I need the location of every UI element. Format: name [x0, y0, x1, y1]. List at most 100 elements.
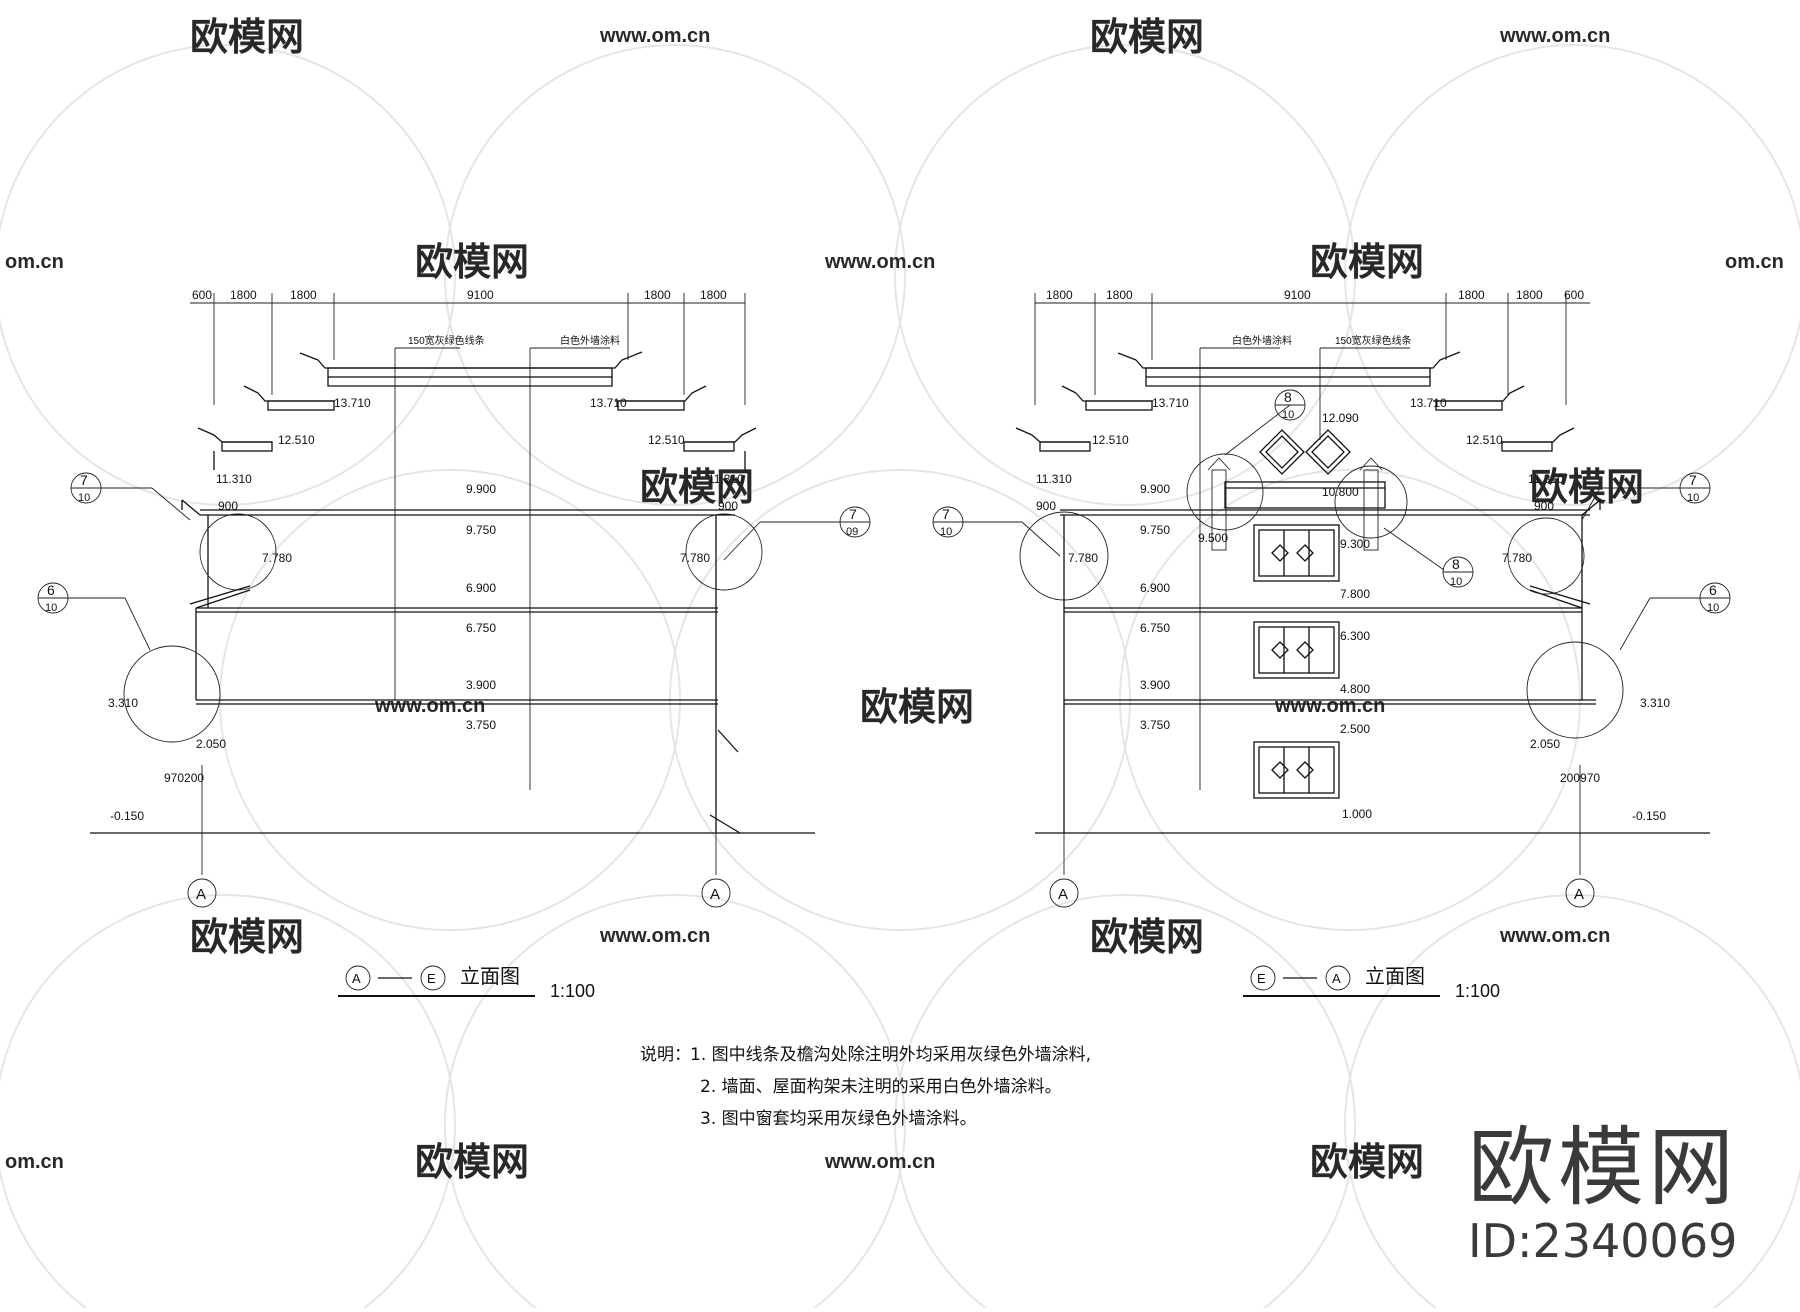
dim-text: 600: [1564, 288, 1584, 302]
watermark-logo: 欧模网: [1090, 17, 1204, 59]
axis-label: A: [1574, 886, 1584, 903]
title-text: 立面图: [460, 965, 520, 988]
elev-text: 9.500: [1198, 531, 1228, 545]
elev-text: 3.310: [108, 696, 138, 710]
elev-text: 2.500: [1340, 722, 1370, 736]
elev-text: 11.310: [216, 472, 252, 486]
title-text: 立面图: [1365, 965, 1425, 988]
elev-text: 6.300: [1340, 629, 1370, 643]
watermark-url: www.om.cn: [1274, 695, 1385, 717]
detail-circles: [1019, 453, 1624, 739]
elev-text: 9.300: [1340, 537, 1370, 551]
dim-text: 1800: [700, 288, 727, 302]
title-axis-end: A: [1332, 971, 1341, 986]
left-elevation: 600 1800 1800 9100 1800 1800 150宽灰绿色线条 白…: [37, 288, 871, 1001]
dim-text: 1800: [1516, 288, 1543, 302]
elev-text: 7.780: [680, 551, 710, 565]
elev-text: 7.780: [1502, 551, 1532, 565]
dim-text: 1800: [1106, 288, 1133, 302]
elev-text: 11.310: [708, 472, 744, 486]
callout-bubbles: 7 10 6 10 7 09: [37, 472, 871, 651]
watermark-url: om.cn: [1725, 251, 1784, 273]
axis-label: A: [710, 886, 720, 903]
elev-text: 900: [1036, 499, 1056, 513]
elev-text: 2.050: [1530, 737, 1560, 751]
dimension-lines: [190, 293, 746, 405]
watermark-logo: 欧模网: [1310, 1142, 1424, 1184]
elev-text: 970200: [164, 771, 204, 785]
elev-text: 13.710: [590, 396, 627, 410]
elev-text: 12.090: [1322, 411, 1359, 425]
watermark-url: www.om.cn: [599, 25, 710, 47]
note-item: 1. 图中线条及檐沟处除注明外均采用灰绿色外墙涂料,: [690, 1045, 1092, 1065]
dim-text: 9100: [1284, 288, 1311, 302]
elev-text: 6.750: [1140, 621, 1170, 635]
title-axis-start: A: [352, 971, 361, 986]
elev-text: 9.900: [466, 482, 496, 496]
elev-text: 6.900: [1140, 581, 1170, 595]
gable-roofs: [197, 351, 757, 470]
dim-text: 1800: [230, 288, 257, 302]
dim-text: 1800: [1046, 288, 1073, 302]
right-elevation: 1800 1800 9100 1800 1800 600 白色外墙涂料 150宽…: [932, 288, 1731, 1001]
balcony: [1224, 429, 1386, 509]
elev-text: 900: [218, 499, 238, 513]
watermark-logo: 欧模网: [860, 687, 974, 729]
elev-text: 9.750: [1140, 523, 1170, 537]
watermark-logos: 欧模网 欧模网 欧模网 欧模网 欧模网 欧模网 欧模网 欧模网 欧模网 欧模网 …: [190, 17, 1644, 1184]
watermark-logo: 欧模网: [415, 1142, 529, 1184]
elevation-marks: 13.710 13.710 12.510 12.510 11.310 11.31…: [1036, 396, 1670, 823]
callout-bubbles: 7 10 7 10 6 10 8 10 8 10: [932, 389, 1731, 651]
elev-text: 3.750: [1140, 718, 1170, 732]
watermark-url: www.om.cn: [824, 251, 935, 273]
elevation-marks: 13.710 13.710 12.510 12.510 11.310 11.31…: [108, 396, 744, 823]
watermark-url: www.om.cn: [1499, 25, 1610, 47]
callout-sheet: 10: [1707, 602, 1719, 614]
note-item: 3. 图中窗套均采用灰绿色外墙涂料。: [700, 1109, 977, 1129]
elev-text: 9.900: [1140, 482, 1170, 496]
elev-text: 900: [718, 499, 738, 513]
title-scale: 1:100: [1455, 981, 1500, 1001]
elev-text: 3.900: [466, 678, 496, 692]
callout-sheet: 10: [1687, 492, 1699, 504]
dim-text: 1800: [644, 288, 671, 302]
elev-text: 13.710: [1152, 396, 1189, 410]
callout-num: 7: [1689, 472, 1697, 488]
gable-roofs: [1015, 351, 1575, 452]
wall-lines: [1035, 499, 1710, 834]
title-axis-start: E: [1257, 971, 1266, 986]
brand-id: ID:2340069: [1468, 1214, 1738, 1268]
material-label: 150宽灰绿色线条: [408, 334, 485, 347]
callout-num: 7: [942, 506, 950, 522]
callout-num: 6: [47, 582, 55, 598]
callout-sheet: 10: [1450, 576, 1462, 588]
windows: [1253, 524, 1340, 799]
elev-text: 7.800: [1340, 587, 1370, 601]
callout-sheet: 10: [940, 526, 952, 538]
material-label: 白色外墙涂料: [560, 334, 620, 347]
elev-text: 13.710: [334, 396, 371, 410]
elev-text: -0.150: [110, 809, 144, 823]
elev-text: 12.510: [1466, 433, 1503, 447]
dim-text: 9100: [467, 288, 494, 302]
title-scale: 1:100: [550, 981, 595, 1001]
elev-text: 3.900: [1140, 678, 1170, 692]
elev-text: 11.310: [1528, 472, 1564, 486]
elev-text: 12.510: [1092, 433, 1129, 447]
watermark-url: www.om.cn: [599, 925, 710, 947]
watermark-url: www.om.cn: [1499, 925, 1610, 947]
elev-text: 6.750: [466, 621, 496, 635]
detail-circles: [123, 513, 763, 743]
callout-num: 6: [1709, 582, 1717, 598]
elev-text: 900: [1534, 499, 1554, 513]
elev-text: 7.780: [262, 551, 292, 565]
elev-text: 7.780: [1068, 551, 1098, 565]
wall-lines: [90, 499, 815, 834]
material-label: 白色外墙涂料: [1232, 334, 1292, 347]
dimension-lines: [1034, 293, 1590, 405]
callout-sheet: 09: [846, 526, 858, 538]
dim-text: 600: [192, 288, 212, 302]
watermark-url: om.cn: [5, 1151, 64, 1173]
